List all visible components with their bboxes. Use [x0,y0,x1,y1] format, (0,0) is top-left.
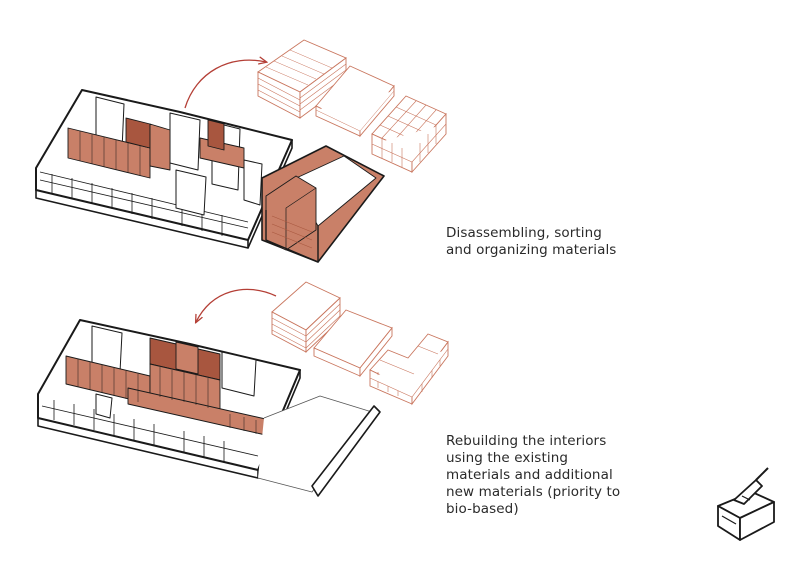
annex-remaining-wall [311,405,381,497]
arrow-to-materials [184,60,266,109]
caption-disassembling: Disassembling, sorting and organizing ma… [446,225,617,258]
terracotta-wall-3 [149,123,171,171]
toolbox-trowel-icon [717,467,775,541]
new-wall-5 [175,341,199,375]
building-top-slab-base [35,190,249,249]
caption-rebuilding: Rebuilding the interiors using the exist… [446,433,621,517]
sorted-material-stacks-top [257,39,447,174]
stack-planks-top [257,39,347,119]
stack-planks-bottom [271,281,341,354]
building-disassembly-axonometric [35,89,385,263]
stack-blocks-top [371,95,447,174]
stack-blocks-bottom [369,333,449,406]
sorted-material-stacks-bottom [271,281,449,406]
terracotta-wall-5 [207,119,225,151]
stack-panels-bottom [313,309,393,378]
terracotta-wall-1 [67,127,151,179]
building-rebuild-axonometric [37,319,381,497]
stack-panels-top [315,65,395,138]
arrow-back-to-building [196,288,277,322]
